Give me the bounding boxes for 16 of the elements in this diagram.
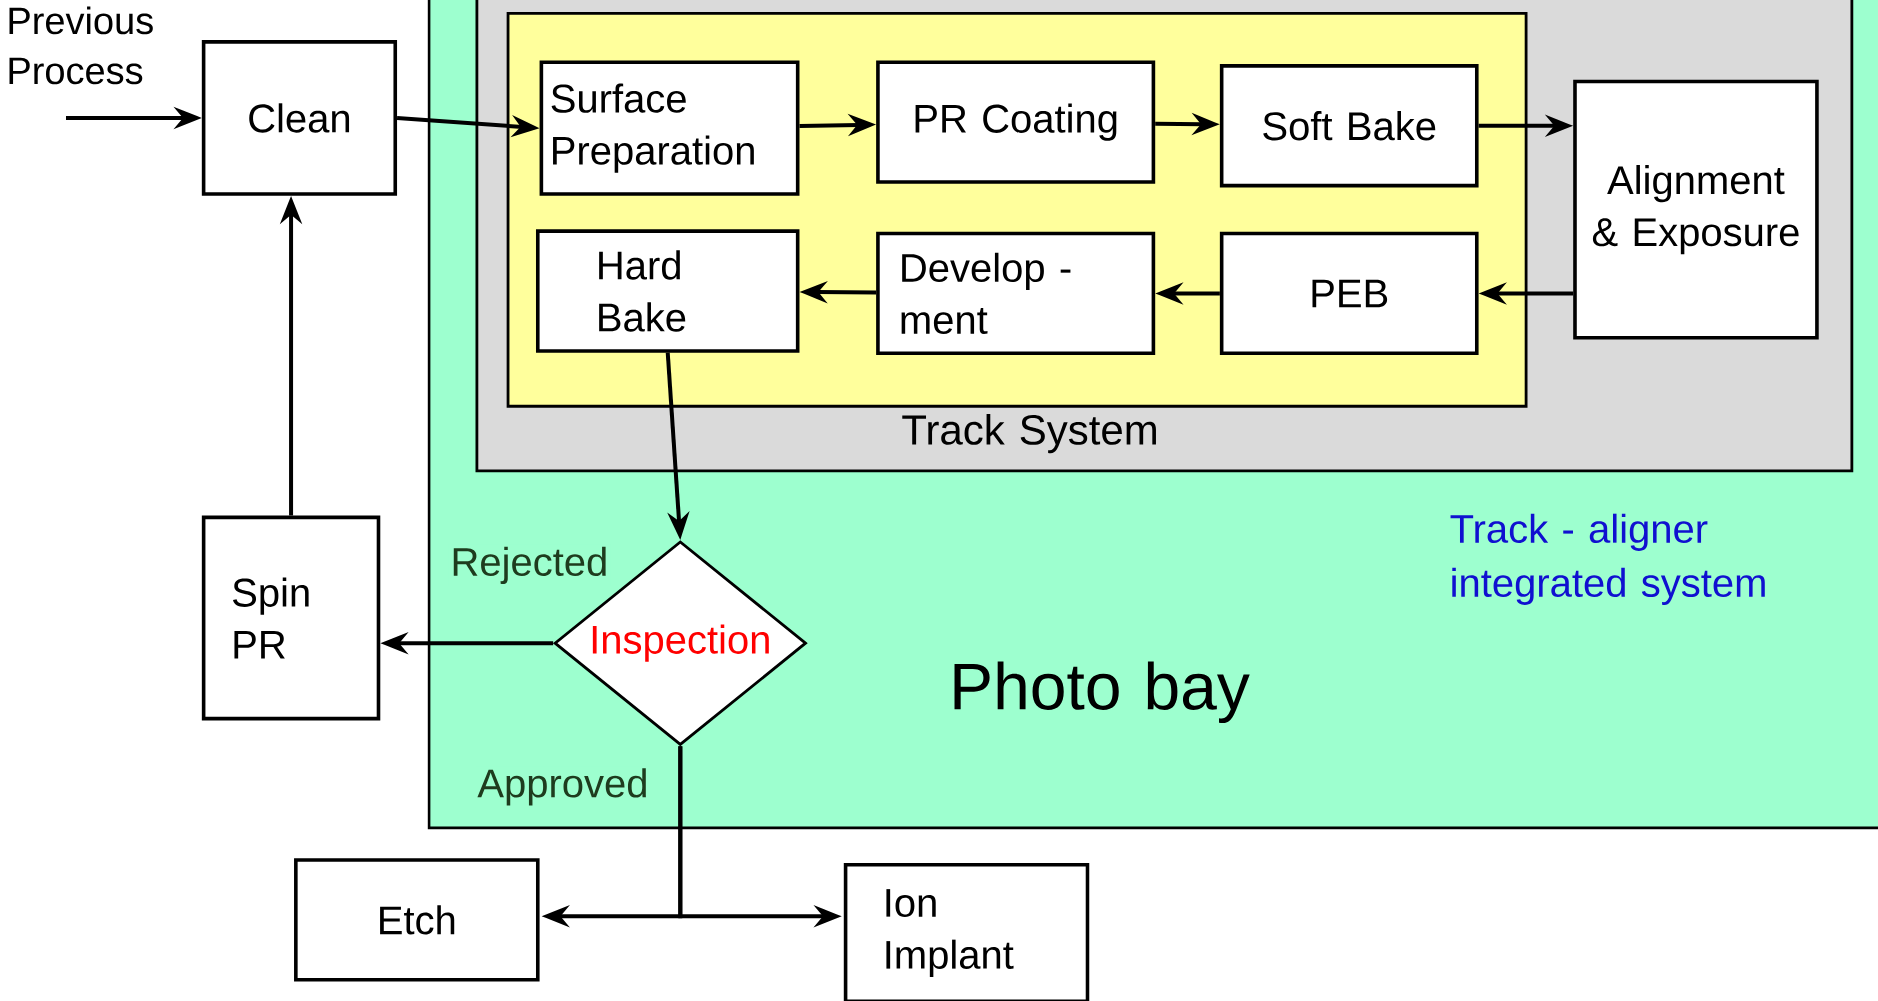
area-label: Photo bay [954,661,1250,723]
process-box: Ion Implant [843,862,1090,1001]
edge-label: Approved [475,766,651,808]
process-box: Soft Bake [1219,63,1479,188]
process-box: Etch [294,858,540,982]
process-box: Clean [201,40,398,196]
process-box: Develop - ment [876,231,1156,355]
area-label: Track System [902,413,1156,454]
process-box: Hard Bake [536,229,800,353]
process-box: Surface Preparation [539,60,800,196]
process-box: Alignment & Exposure [1573,79,1819,340]
process-box: PEB [1219,231,1479,355]
process-box: Spin PR [201,515,381,721]
process-box: PR Coating [876,60,1156,184]
area-label: Track - aligner integrated system [1450,513,1765,605]
source-label: Previous Process [9,6,153,85]
